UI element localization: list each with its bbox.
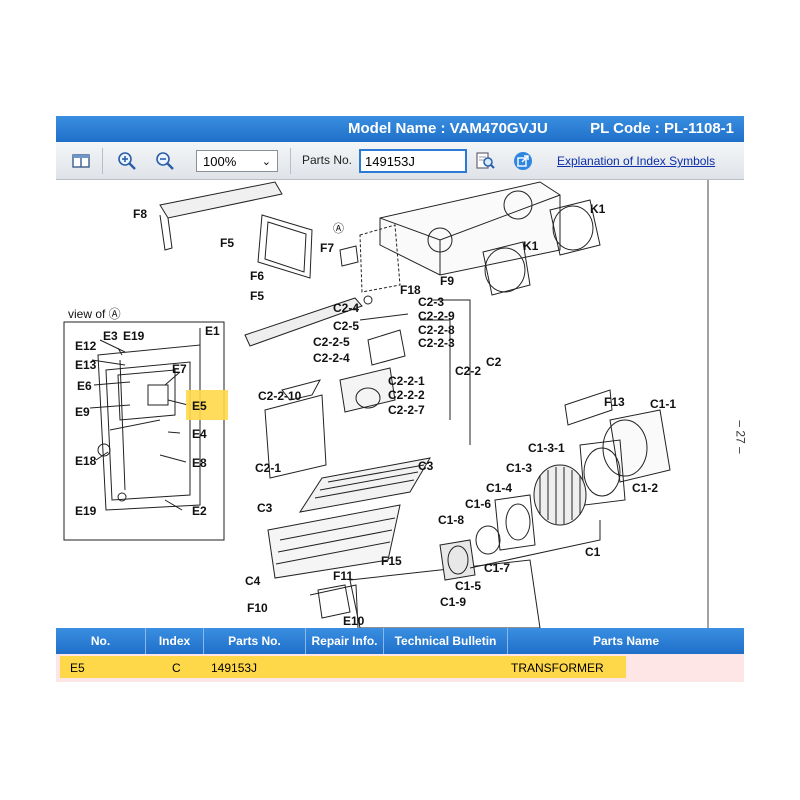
col-parts-name[interactable]: Parts Name: [592, 634, 660, 648]
label-E9: E9: [75, 405, 90, 419]
label-C2-2-4: C2-2-4: [313, 351, 350, 365]
col-no[interactable]: No.: [56, 628, 146, 654]
label-C3a: C3: [418, 459, 434, 473]
label-E5: E5: [192, 399, 207, 413]
label-K1b: K1: [523, 239, 539, 253]
marker-a: Ⓐ: [333, 222, 344, 235]
search-parts-icon[interactable]: [474, 150, 496, 172]
label-C1-6: C1-6: [465, 497, 491, 511]
cell-no: E5: [70, 661, 85, 675]
label-C1-9: C1-9: [440, 595, 466, 609]
label-E18: E18: [75, 454, 97, 468]
label-C3b: C3: [257, 501, 273, 515]
highlighted-part-box: [186, 390, 228, 420]
label-C2-2-5: C2-2-5: [313, 335, 350, 349]
label-K1a: K1: [590, 202, 606, 216]
parts-no-label: Parts No.: [302, 153, 353, 167]
label-E1: E1: [205, 324, 220, 338]
label-C1-3: C1-3: [506, 461, 532, 475]
col-parts-no[interactable]: Parts No.: [204, 628, 306, 654]
label-C2-3: C2-3: [418, 295, 444, 309]
label-F8: F8: [133, 207, 147, 221]
label-C1-3-1: C1-3-1: [528, 441, 565, 455]
label-C1-8: C1-8: [438, 513, 464, 527]
label-C2-2-10: C2-2-10: [258, 389, 302, 403]
label-F13: F13: [604, 395, 625, 409]
label-C2-1: C2-1: [255, 461, 281, 475]
label-E2: E2: [192, 504, 207, 518]
label-C1-4: C1-4: [486, 481, 512, 495]
table-row[interactable]: E5 C 149153J TRANSFORMER: [56, 654, 744, 682]
cell-parts-no: 149153J: [211, 661, 258, 675]
view-of-label: view of Ⓐ: [68, 307, 121, 321]
page-number: – 27 –: [733, 420, 748, 454]
label-C1-2: C1-2: [632, 481, 658, 495]
label-E6: E6: [77, 379, 92, 393]
label-C2-2-8: C2-2-8: [418, 323, 455, 337]
label-C4: C4: [245, 574, 261, 588]
label-C2: C2: [486, 355, 502, 369]
label-C2-2-2: C2-2-2: [388, 388, 425, 402]
zoom-out-icon[interactable]: [154, 150, 176, 172]
label-E19a: E19: [123, 329, 145, 343]
label-E3: E3: [103, 329, 118, 343]
label-F5a: F5: [220, 236, 234, 250]
label-C1-1: C1-1: [650, 397, 676, 411]
cell-parts-name: TRANSFORMER: [511, 661, 604, 675]
label-F10: F10: [247, 601, 268, 615]
label-C2-2-3: C2-2-3: [418, 336, 455, 350]
row-highlight: [60, 656, 626, 678]
label-F18: F18: [400, 283, 421, 297]
label-F6: F6: [250, 269, 264, 283]
label-F11: F11: [333, 569, 353, 583]
parts-table-header: No. Index Parts No. Repair Info. Technic…: [56, 628, 744, 654]
label-F15: F15: [381, 554, 402, 568]
label-E10: E10: [343, 614, 365, 628]
parts-no-input[interactable]: [359, 149, 467, 173]
zoom-select[interactable]: 100% ⌄: [196, 150, 278, 172]
diagram-svg: F8 F5 F6 F7 F5 F9 F18 K1 K1 E1 E3 E19 E1…: [63, 180, 709, 628]
label-E4: E4: [192, 427, 207, 441]
label-C2-4: C2-4: [333, 301, 359, 315]
label-C2-2-7: C2-2-7: [388, 403, 425, 417]
label-C2-5: C2-5: [333, 319, 359, 333]
cell-index: C: [172, 661, 181, 675]
zoom-in-icon[interactable]: [116, 150, 138, 172]
pl-code: PL Code : PL-1108-1: [590, 120, 734, 137]
label-F5b: F5: [250, 289, 264, 303]
label-C2-2-1: C2-2-1: [388, 374, 425, 388]
label-E7: E7: [172, 362, 187, 376]
chevron-down-icon: ⌄: [261, 155, 271, 168]
panel-toggle-icon[interactable]: [70, 150, 92, 172]
model-name: Model Name : VAM470GVJU: [348, 120, 548, 137]
zoom-value: 100%: [203, 153, 237, 169]
exploded-parts-diagram: F8 F5 F6 F7 F5 F9 F18 K1 K1 E1 E3 E19 E1…: [56, 180, 744, 628]
label-E8: E8: [192, 456, 207, 470]
label-E13: E13: [75, 358, 97, 372]
label-C1-5: C1-5: [455, 579, 481, 593]
label-C2-2-9: C2-2-9: [418, 309, 455, 323]
col-repair-info[interactable]: Repair Info.: [306, 628, 384, 654]
label-E19b: E19: [75, 504, 97, 518]
label-C1-7: C1-7: [484, 561, 510, 575]
explanation-of-index-symbols-link[interactable]: Explanation of Index Symbols: [557, 154, 716, 168]
export-icon[interactable]: [512, 150, 534, 172]
model-header-bar: Model Name : VAM470GVJU PL Code : PL-110…: [56, 116, 744, 142]
label-C1: C1: [585, 545, 601, 559]
label-C2-2: C2-2: [455, 364, 481, 378]
label-F7: F7: [320, 241, 334, 255]
col-technical-bulletin[interactable]: Technical Bulletin: [384, 628, 508, 654]
label-E12: E12: [75, 339, 97, 353]
toolbar: 100% ⌄ Parts No. Explanation of Index Sy…: [56, 142, 744, 180]
label-F9: F9: [440, 274, 454, 288]
col-index[interactable]: Index: [146, 628, 204, 654]
